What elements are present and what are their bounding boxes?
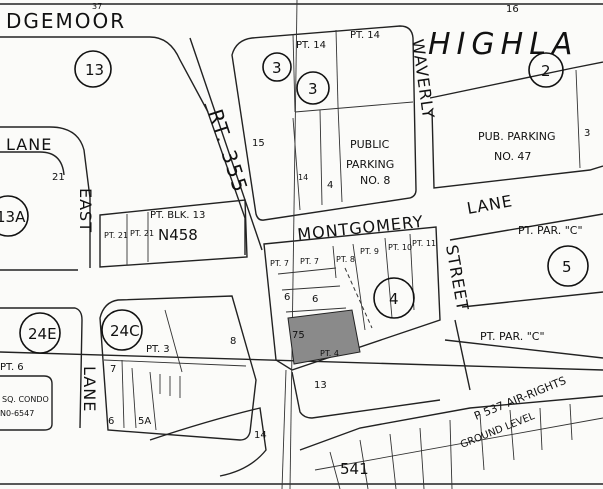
block-3: 3 <box>308 80 318 98</box>
label-ground-level: GROUND LEVEL <box>459 411 537 451</box>
parcel-pt6: PT. 6 <box>0 362 24 373</box>
parcel-pt3: PT. 3 <box>146 344 170 355</box>
parcel-pt-blk-13: PT. BLK. 13 <box>150 210 205 221</box>
street-east: EAST <box>76 188 95 233</box>
block-circle-4 <box>373 277 415 319</box>
parcel-pt7b: PT. 7 <box>300 257 319 266</box>
street-highland: HIGHLA <box>428 27 578 62</box>
street-edgemoor: DGEMOOR <box>6 9 126 33</box>
block-circle-24c <box>101 309 143 351</box>
block-13: 13 <box>85 61 104 79</box>
block-3a: 3 <box>272 59 282 77</box>
block-5: 5 <box>562 258 572 276</box>
block-4: 4 <box>389 290 399 308</box>
parcel-labels: 37 16 PT. 14 PT. 14 15 14 4 PUBLIC PARKI… <box>0 2 590 478</box>
parcel-8: 8 <box>230 336 236 347</box>
block-24c: 24C <box>110 322 140 340</box>
parcel-pt10: PT. 10 <box>388 243 412 252</box>
street-street: STREET <box>442 243 472 312</box>
block-circle-3a <box>262 52 292 82</box>
parcel-pt9: PT. 9 <box>360 247 379 256</box>
label-sq-condo: SQ. CONDO <box>2 395 49 404</box>
block-circle-13 <box>74 50 112 88</box>
highlighted-parcel <box>287 309 361 365</box>
parcel-pt-par-c-bottom: PT. PAR. "C" <box>480 330 545 343</box>
block-2: 2 <box>541 62 551 80</box>
block-13a: 13A <box>0 208 26 226</box>
parcel-pt7: PT. 7 <box>270 259 289 268</box>
public-parking-line2: PARKING <box>346 158 394 171</box>
public-parking-line1: PUBLIC <box>350 138 390 151</box>
parcel-pt11: PT. 11 <box>412 239 436 248</box>
parcel-21: 21 <box>52 172 65 183</box>
street-lane-top: LANE <box>6 135 52 154</box>
street-lane-right: LANE <box>465 191 514 218</box>
parcel-n458: N458 <box>158 226 198 244</box>
parcel-pt4: PT. 4 <box>320 349 339 358</box>
block-circle-2 <box>528 52 564 88</box>
parcel-pt-par-c-top: PT. PAR. "C" <box>518 224 583 237</box>
parcel-75: 75 <box>292 330 305 341</box>
parcel-37: 37 <box>92 2 102 11</box>
parcel-16: 16 <box>506 4 519 15</box>
parcel-pt14-b: PT. 14 <box>350 30 380 41</box>
parcel-15: 15 <box>252 138 265 149</box>
block-circle-5 <box>547 245 589 287</box>
parcel-pt14-a: PT. 14 <box>296 40 326 51</box>
parcel-pt21b: PT. 21 <box>130 229 154 238</box>
parcel-5a: 5A <box>138 416 151 427</box>
parcel-14-bottom: 14 <box>254 430 267 441</box>
parcel-541: 541 <box>340 460 369 478</box>
parcel-7: 7 <box>110 364 116 375</box>
parcel-pt8: PT. 8 <box>336 255 355 264</box>
block-circle-24e <box>19 312 61 354</box>
block-circles <box>0 50 589 354</box>
label-n6547: N0-6547 <box>0 409 34 418</box>
parcel-pt21: PT. 21 <box>104 231 128 240</box>
street-rt355: RT. 355 <box>203 106 253 196</box>
parcel-3-right: 3 <box>584 128 590 139</box>
street-lane-bottom: LANE <box>80 366 99 412</box>
pub-parking-line2: NO. 47 <box>494 150 531 163</box>
block-24e: 24E <box>28 325 57 343</box>
block-circle-13a <box>0 195 29 237</box>
parcel-4: 4 <box>327 180 333 191</box>
parcel-14: 14 <box>298 173 308 182</box>
parcel-6-outer: 6 <box>312 294 318 305</box>
parcel-6-bottom: 6 <box>108 416 114 427</box>
parcel-13-bottom: 13 <box>314 380 327 391</box>
public-parking-line3: NO. 8 <box>360 174 390 187</box>
pub-parking-line1: PUB. PARKING <box>478 130 556 143</box>
street-montgomery: MONTGOMERY <box>296 212 424 244</box>
parcel-6-upper: 6 <box>284 292 290 303</box>
block-numbers: 13 3 3 2 13A 4 5 24E 24C <box>0 59 572 343</box>
block-circle-3 <box>296 71 330 105</box>
